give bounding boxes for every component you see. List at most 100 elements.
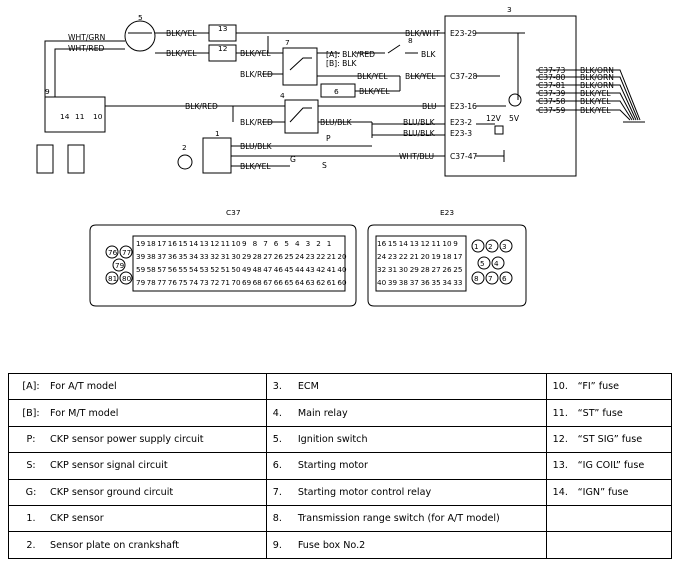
label-12: 12	[218, 44, 227, 53]
legend-cell	[545, 504, 673, 533]
label-10: 10	[93, 112, 103, 121]
e23-pin: 29	[410, 265, 420, 274]
legend-value: CKP sensor ground circuit	[47, 486, 174, 498]
c37-side-pin: 81	[108, 274, 117, 283]
c37-pin: 3	[306, 239, 311, 248]
e23-pin: 15	[388, 239, 397, 248]
wire-blk-yel-relay: BLK/YEL	[240, 49, 271, 58]
wire-blk-wht: BLK/WHT	[405, 29, 440, 38]
c37-pin: 48	[253, 265, 263, 274]
wire-wht-grn: WHT/GRN	[68, 33, 105, 42]
legend-cell	[545, 531, 673, 559]
c37-pin: 17	[157, 239, 166, 248]
fuse-box-no2	[44, 96, 106, 133]
c37-pin: 78	[147, 278, 157, 287]
c37-pin: 31	[221, 252, 230, 261]
terminal-c37-39: C37-39	[538, 89, 566, 98]
legend-value: Fuse box No.2	[294, 539, 366, 551]
e23-pin: 14	[399, 239, 409, 248]
label-8: 8	[408, 36, 413, 45]
c37-pin: 67	[263, 278, 272, 287]
e23-pin: 35	[432, 278, 441, 287]
c37-pin: 45	[284, 265, 293, 274]
e23-pin: 21	[410, 252, 419, 261]
legend-cell: 3. ECM	[265, 372, 547, 401]
c37-pin: 58	[147, 265, 157, 274]
c37-pin: 6	[274, 239, 279, 248]
legend-value: “FI” fuse	[574, 381, 620, 393]
c37-pin: 21	[327, 252, 336, 261]
legend-value: Starting motor control relay	[294, 486, 432, 498]
c37-pin: 50	[231, 265, 241, 274]
c37-pin: 29	[242, 252, 252, 261]
wire-blk-yel-r2: BLK/YEL	[580, 97, 611, 106]
e23-pin: 38	[399, 278, 409, 287]
wire-blk-yel-top1: BLK/YEL	[166, 29, 197, 38]
legend-key: 9.	[272, 539, 282, 551]
e23-side-pin-circle	[499, 271, 513, 285]
legend-cell: [B]: For M/T model	[8, 399, 267, 427]
c37-pin: 20	[337, 252, 347, 261]
wire-wht-blu: WHT/BLU	[399, 152, 434, 161]
c37-pin: 1	[327, 239, 332, 248]
c37-pin: 23	[306, 252, 315, 261]
legend-value: For M/T model	[47, 407, 119, 419]
c37-pin: 27	[263, 252, 272, 261]
e23-pin: 27	[432, 265, 441, 274]
e23-side-pin-circle	[471, 239, 485, 253]
c37-pin: 47	[263, 265, 272, 274]
terminal-c37-80: C37-80	[538, 73, 566, 82]
wire-blk-yel-top2: BLK/YEL	[166, 49, 197, 58]
e23-pin: 26	[442, 265, 452, 274]
e23-pin: 37	[410, 278, 419, 287]
label-14: 14	[60, 112, 70, 121]
legend-cell: [A]: For A/T model	[8, 372, 267, 401]
e23-side-pin-circle	[499, 239, 513, 253]
c37-pin: 68	[253, 278, 263, 287]
e23-side-pin-circle	[485, 271, 499, 285]
c37-pin: 59	[136, 265, 146, 274]
e23-side-pin: 1	[474, 242, 479, 251]
legend-cell: 4. Main relay	[265, 399, 547, 427]
c37-side-pin: 80	[122, 274, 132, 283]
wire-blk-yel-mid1: BLK/YEL	[357, 72, 388, 81]
legend-value: CKP sensor power supply circuit	[47, 433, 204, 445]
legend-key: 2.	[26, 539, 36, 551]
wire-blu-blk-relay: BLU/BLK	[320, 118, 353, 127]
legend-value: CKP sensor signal circuit	[47, 460, 168, 472]
c37-pin: 38	[147, 252, 157, 261]
legend-cell: G: CKP sensor ground circuit	[8, 478, 267, 506]
c37-pin: 28	[253, 252, 263, 261]
c37-pin: 24	[295, 252, 305, 261]
label-7: 7	[285, 38, 290, 47]
label-13: 13	[218, 24, 228, 33]
c37-pin: 7	[263, 239, 268, 248]
e23-side-pin: 8	[474, 274, 479, 283]
label-9: 9	[45, 87, 50, 96]
legend-cell: 7. Starting motor control relay	[265, 478, 547, 506]
volt-12v: 12V	[486, 114, 502, 123]
e23-side-pin: 2	[488, 242, 493, 251]
legend-key: 4.	[272, 407, 282, 419]
c37-pin: 72	[210, 278, 219, 287]
wire-blk-orn-1: BLK/ORN	[580, 66, 614, 75]
legend-key: S:	[26, 460, 36, 472]
c37-pin: 41	[327, 265, 336, 274]
legend-key: 7.	[272, 486, 282, 498]
c37-pin: 55	[178, 265, 187, 274]
e23-side-pin-circle	[491, 256, 505, 270]
legend-key: 14.	[552, 486, 568, 498]
c37-side-pin-circle	[119, 271, 133, 285]
legend-cell: 13. “IG COIL” fuse	[545, 452, 673, 480]
c37-side-pin-circle	[112, 258, 126, 272]
c37-pin: 64	[295, 278, 305, 287]
legend-value: “IG COIL” fuse	[574, 460, 645, 472]
e23-title: E23	[440, 208, 454, 217]
c37-pin: 12	[210, 239, 219, 248]
label-6: 6	[334, 87, 339, 96]
label-5: 5	[138, 13, 143, 22]
c37-pin: 35	[178, 252, 187, 261]
ignition-switch	[124, 20, 156, 52]
